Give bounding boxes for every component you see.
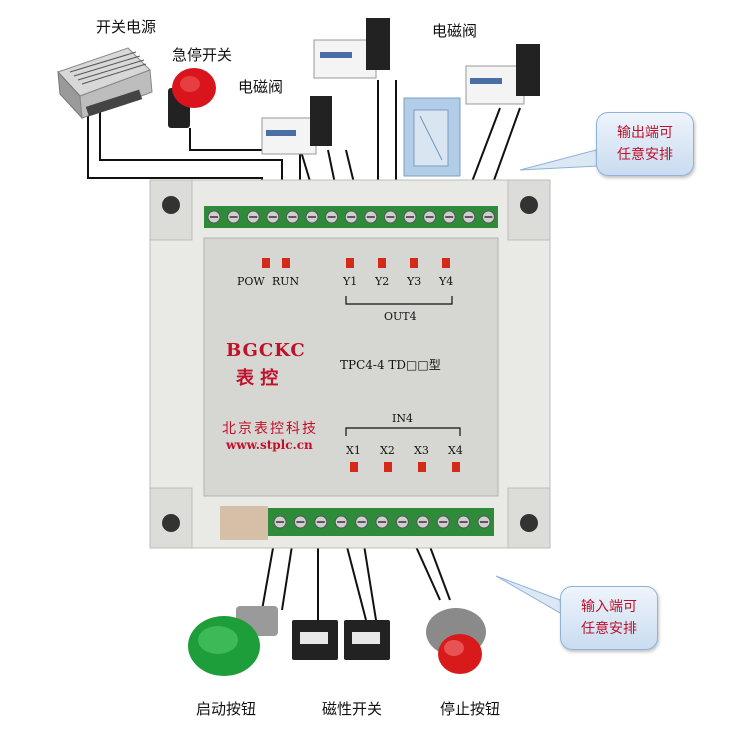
terminal-screws-bottom bbox=[273, 515, 491, 529]
company-name: 北京表控科技 bbox=[222, 421, 318, 437]
brand-name: 表 控 bbox=[236, 368, 279, 389]
controller-housing bbox=[149, 179, 551, 549]
start-button-label: 启动按钮 bbox=[196, 700, 257, 718]
stop-button bbox=[426, 608, 486, 674]
out-group-label: OUT4 bbox=[384, 310, 417, 323]
solenoid-valve-top bbox=[313, 18, 390, 79]
input-x3-label: X3 bbox=[414, 444, 429, 457]
model-label: TPC4-4 TD□□型 bbox=[340, 358, 441, 372]
magnetic-switch-2 bbox=[344, 620, 390, 660]
estop-label: 急停开关 bbox=[172, 46, 233, 64]
group-brackets bbox=[345, 296, 461, 436]
input-x4-label: X4 bbox=[448, 444, 463, 457]
output-y1-label: Y1 bbox=[343, 275, 358, 288]
run-label: RUN bbox=[272, 275, 300, 288]
website-label: www.stplc.cn bbox=[226, 438, 313, 452]
led-indicators bbox=[262, 258, 460, 472]
terminal-screws-top bbox=[207, 210, 495, 224]
power-supply-label: 开关电源 bbox=[96, 18, 157, 36]
input-x2-label: X2 bbox=[380, 444, 395, 457]
in-group-label: IN4 bbox=[392, 412, 413, 425]
relay bbox=[403, 97, 461, 177]
emergency-stop bbox=[168, 68, 216, 128]
output-y4-label: Y4 bbox=[439, 275, 454, 288]
wires bbox=[87, 80, 521, 621]
magnetic-switch-label: 磁性开关 bbox=[322, 700, 383, 718]
valve-left-label: 电磁阀 bbox=[238, 78, 284, 96]
solenoid-valve-right bbox=[465, 44, 540, 105]
output-callout: 输出端可 任意安排 bbox=[596, 112, 694, 176]
start-button bbox=[188, 606, 278, 676]
stop-button-label: 停止按钮 bbox=[440, 700, 501, 718]
brand-logo: BGCKC bbox=[226, 340, 306, 361]
magnetic-switch-1 bbox=[292, 620, 338, 660]
power-supply bbox=[57, 47, 153, 120]
solenoid-valve-left bbox=[261, 96, 332, 155]
output-y3-label: Y3 bbox=[407, 275, 422, 288]
input-x1-label: X1 bbox=[346, 444, 361, 457]
pow-label: POW bbox=[237, 275, 265, 288]
input-callout: 输入端可 任意安排 bbox=[560, 586, 658, 650]
valve-top-label: 电磁阀 bbox=[432, 22, 478, 40]
callout-pointers bbox=[495, 149, 599, 615]
output-y2-label: Y2 bbox=[375, 275, 390, 288]
